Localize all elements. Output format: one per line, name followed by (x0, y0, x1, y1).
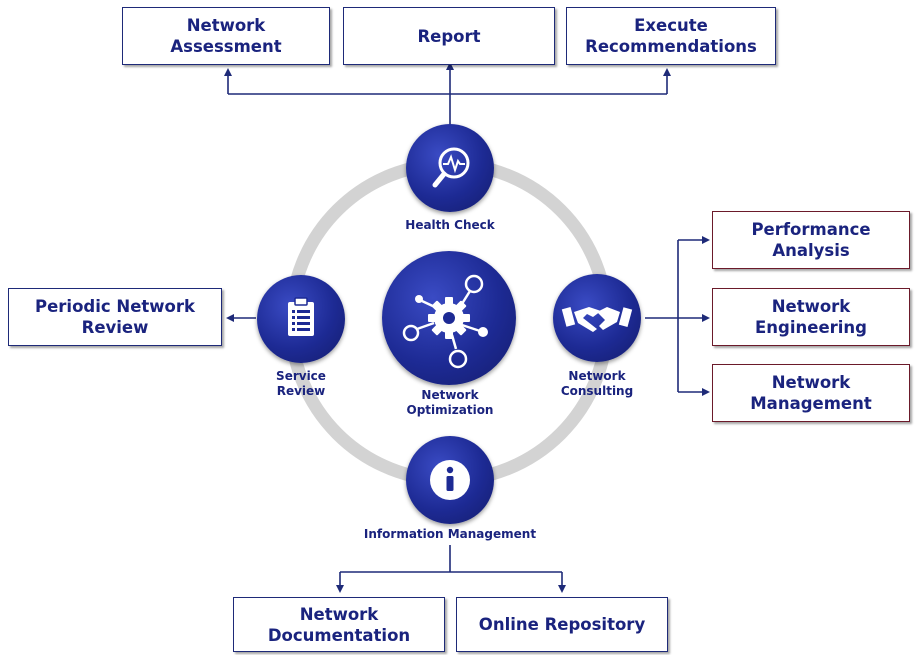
execute-recommendations-box: Execute Recommendations (566, 7, 776, 65)
report-box: Report (343, 7, 555, 65)
network-engineering-box: Network Engineering (712, 288, 910, 346)
network-management-box: Network Management (712, 364, 910, 422)
network-consulting-node (553, 274, 641, 362)
network-consulting-label: Network Consulting (560, 369, 634, 398)
handshake-icon (561, 307, 633, 332)
periodic-network-review-box: Periodic Network Review (8, 288, 222, 346)
health-check-label: Health Check (405, 218, 495, 232)
service-review-node (257, 275, 345, 363)
clipboard-icon (288, 297, 314, 336)
network-optimization-node (382, 251, 516, 385)
network-documentation-box: Network Documentation (233, 597, 445, 652)
network-assessment-box: Network Assessment (122, 7, 330, 65)
performance-analysis-box: Performance Analysis (712, 211, 910, 269)
magnifier-pulse-icon (432, 147, 470, 188)
information-management-label: Information Management (363, 527, 537, 541)
network-gear-icon (402, 274, 488, 369)
information-management-node (406, 436, 494, 524)
network-optimization-label: Network Optimization (406, 388, 494, 417)
health-check-node (406, 124, 494, 212)
service-review-label: Service Review (276, 369, 326, 398)
info-icon (430, 460, 470, 500)
online-repository-box: Online Repository (456, 597, 668, 652)
